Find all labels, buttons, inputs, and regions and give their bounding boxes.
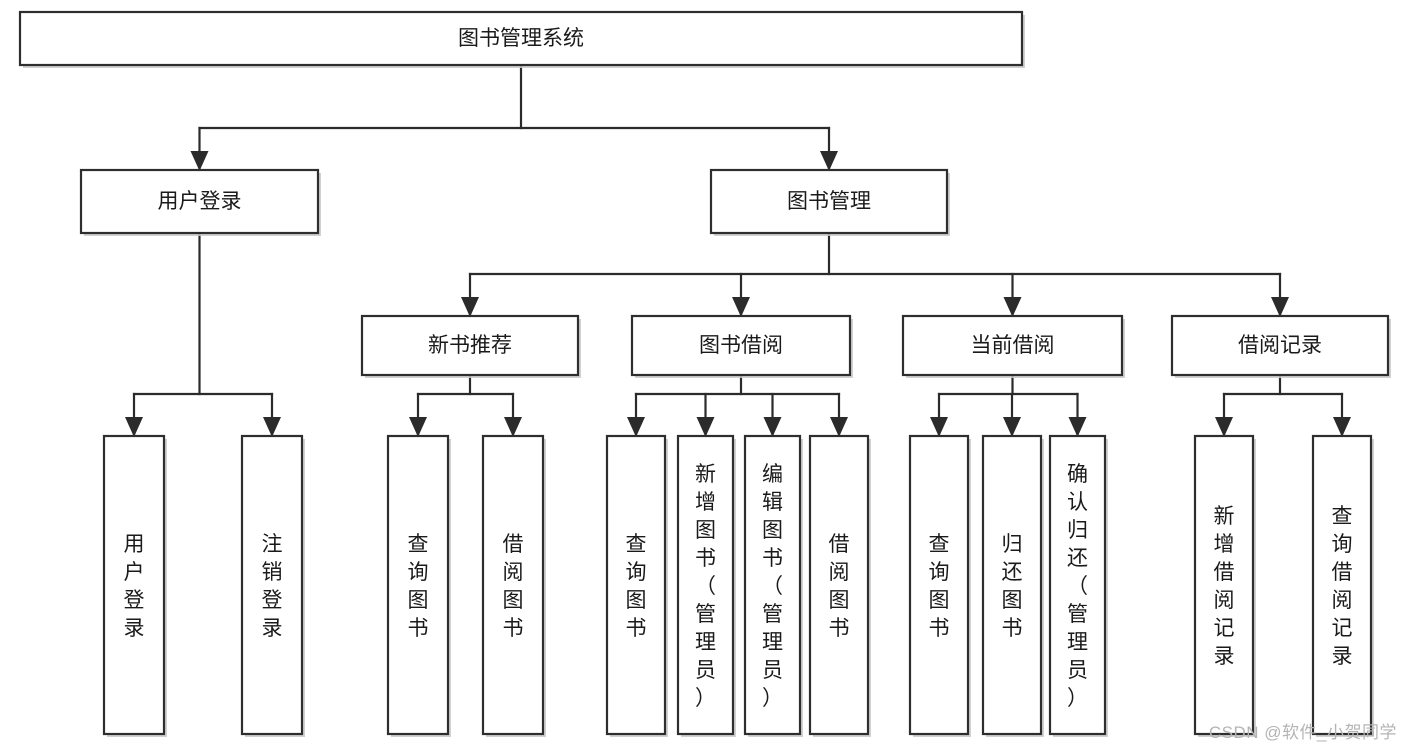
node-box[interactable] bbox=[981, 434, 1043, 736]
node-label: 确认归还（管理员） bbox=[1067, 463, 1088, 710]
node-new-book-rec[interactable]: 新书推荐 bbox=[360, 314, 581, 378]
node-box[interactable] bbox=[808, 434, 870, 736]
node-box[interactable] bbox=[605, 434, 667, 736]
node-box[interactable] bbox=[1170, 314, 1390, 377]
node-box[interactable] bbox=[18, 10, 1024, 67]
node-label: 借阅记录 bbox=[1238, 334, 1322, 357]
node-box[interactable] bbox=[1048, 434, 1107, 736]
node-leaf-confirm-return[interactable]: 确认归还（管理员） bbox=[1048, 434, 1108, 737]
node-label: 归还图书 bbox=[1002, 533, 1023, 640]
node-box[interactable] bbox=[743, 434, 802, 736]
arrow-head-icon bbox=[190, 151, 209, 171]
node-leaf-add-record[interactable]: 新增借阅记录 bbox=[1193, 434, 1256, 737]
node-box[interactable] bbox=[908, 434, 970, 736]
node-label: 查询借阅记录 bbox=[1332, 505, 1353, 668]
node-root[interactable]: 图书管理系统 bbox=[18, 10, 1025, 68]
node-leaf-query-book-3[interactable]: 查询图书 bbox=[908, 434, 971, 737]
node-box[interactable] bbox=[709, 168, 949, 235]
node-label: 查询图书 bbox=[929, 533, 950, 640]
node-box[interactable] bbox=[630, 314, 852, 377]
arrow-head-icon bbox=[1215, 417, 1233, 437]
node-leaf-add-book[interactable]: 新增图书（管理员） bbox=[676, 434, 736, 737]
node-label: 新书推荐 bbox=[428, 334, 512, 357]
node-leaf-edit-book[interactable]: 编辑图书（管理员） bbox=[743, 434, 803, 737]
node-box[interactable] bbox=[360, 314, 580, 377]
arrow-head-icon bbox=[627, 417, 645, 437]
arrow-head-icon bbox=[125, 417, 143, 437]
node-leaf-query-book-2[interactable]: 查询图书 bbox=[605, 434, 668, 737]
node-book-mgmt[interactable]: 图书管理 bbox=[709, 168, 950, 236]
node-leaf-borrow-book-2[interactable]: 借阅图书 bbox=[808, 434, 871, 737]
arrow-head-icon bbox=[930, 417, 948, 437]
node-layer: 图书管理系统用户登录图书管理新书推荐图书借阅当前借阅借阅记录用户登录注销登录查询… bbox=[18, 10, 1391, 737]
node-label: 用户登录 bbox=[158, 190, 242, 213]
connector-layer bbox=[125, 63, 1351, 438]
arrow-head-icon bbox=[1068, 417, 1087, 437]
arrow-head-icon bbox=[409, 417, 427, 437]
node-label: 编辑图书（管理员） bbox=[762, 463, 783, 710]
node-label: 查询图书 bbox=[408, 533, 429, 640]
node-box[interactable] bbox=[386, 434, 450, 736]
node-box[interactable] bbox=[481, 434, 545, 736]
arrow-head-icon bbox=[820, 151, 838, 171]
node-leaf-query-book-1[interactable]: 查询图书 bbox=[386, 434, 451, 737]
node-label: 图书管理系统 bbox=[458, 27, 584, 50]
node-label: 借阅图书 bbox=[503, 533, 524, 640]
arrow-head-icon bbox=[1271, 297, 1289, 317]
node-leaf-user-login[interactable]: 用户登录 bbox=[102, 434, 167, 737]
node-box[interactable] bbox=[676, 434, 735, 736]
node-box[interactable] bbox=[1193, 434, 1255, 736]
arrow-head-icon bbox=[1333, 417, 1351, 437]
arrow-head-icon bbox=[696, 417, 715, 437]
node-box[interactable] bbox=[240, 434, 304, 736]
node-label: 新增图书（管理员） bbox=[695, 463, 716, 710]
node-leaf-logout[interactable]: 注销登录 bbox=[240, 434, 305, 737]
arrow-head-icon bbox=[830, 417, 848, 437]
node-label: 图书管理 bbox=[787, 190, 871, 213]
node-leaf-borrow-book-1[interactable]: 借阅图书 bbox=[481, 434, 546, 737]
arrow-head-icon bbox=[763, 417, 782, 437]
node-box[interactable] bbox=[79, 168, 320, 235]
arrow-head-icon bbox=[504, 417, 522, 437]
node-leaf-return-book[interactable]: 归还图书 bbox=[981, 434, 1044, 737]
node-current-borrow[interactable]: 当前借阅 bbox=[901, 314, 1125, 378]
node-label: 用户登录 bbox=[124, 533, 145, 640]
node-label: 查询图书 bbox=[626, 533, 647, 640]
node-book-borrow[interactable]: 图书借阅 bbox=[630, 314, 853, 378]
node-label: 图书借阅 bbox=[699, 334, 783, 357]
node-label: 新增借阅记录 bbox=[1214, 505, 1235, 668]
node-box[interactable] bbox=[1311, 434, 1373, 736]
node-label: 注销登录 bbox=[262, 533, 283, 640]
arrow-head-icon bbox=[732, 297, 750, 317]
node-user-login[interactable]: 用户登录 bbox=[79, 168, 321, 236]
node-label: 当前借阅 bbox=[971, 334, 1055, 357]
watermark-label: CSDN @软件_小贺同学 bbox=[1208, 723, 1397, 742]
node-box[interactable] bbox=[901, 314, 1124, 377]
node-borrow-record[interactable]: 借阅记录 bbox=[1170, 314, 1391, 378]
arrow-head-icon bbox=[461, 297, 479, 317]
node-leaf-query-record[interactable]: 查询借阅记录 bbox=[1311, 434, 1374, 737]
arrow-head-icon bbox=[1003, 297, 1022, 317]
node-label: 借阅图书 bbox=[829, 533, 850, 640]
arrow-head-icon bbox=[263, 417, 281, 437]
node-box[interactable] bbox=[102, 434, 166, 736]
arrow-head-icon bbox=[1003, 417, 1021, 437]
